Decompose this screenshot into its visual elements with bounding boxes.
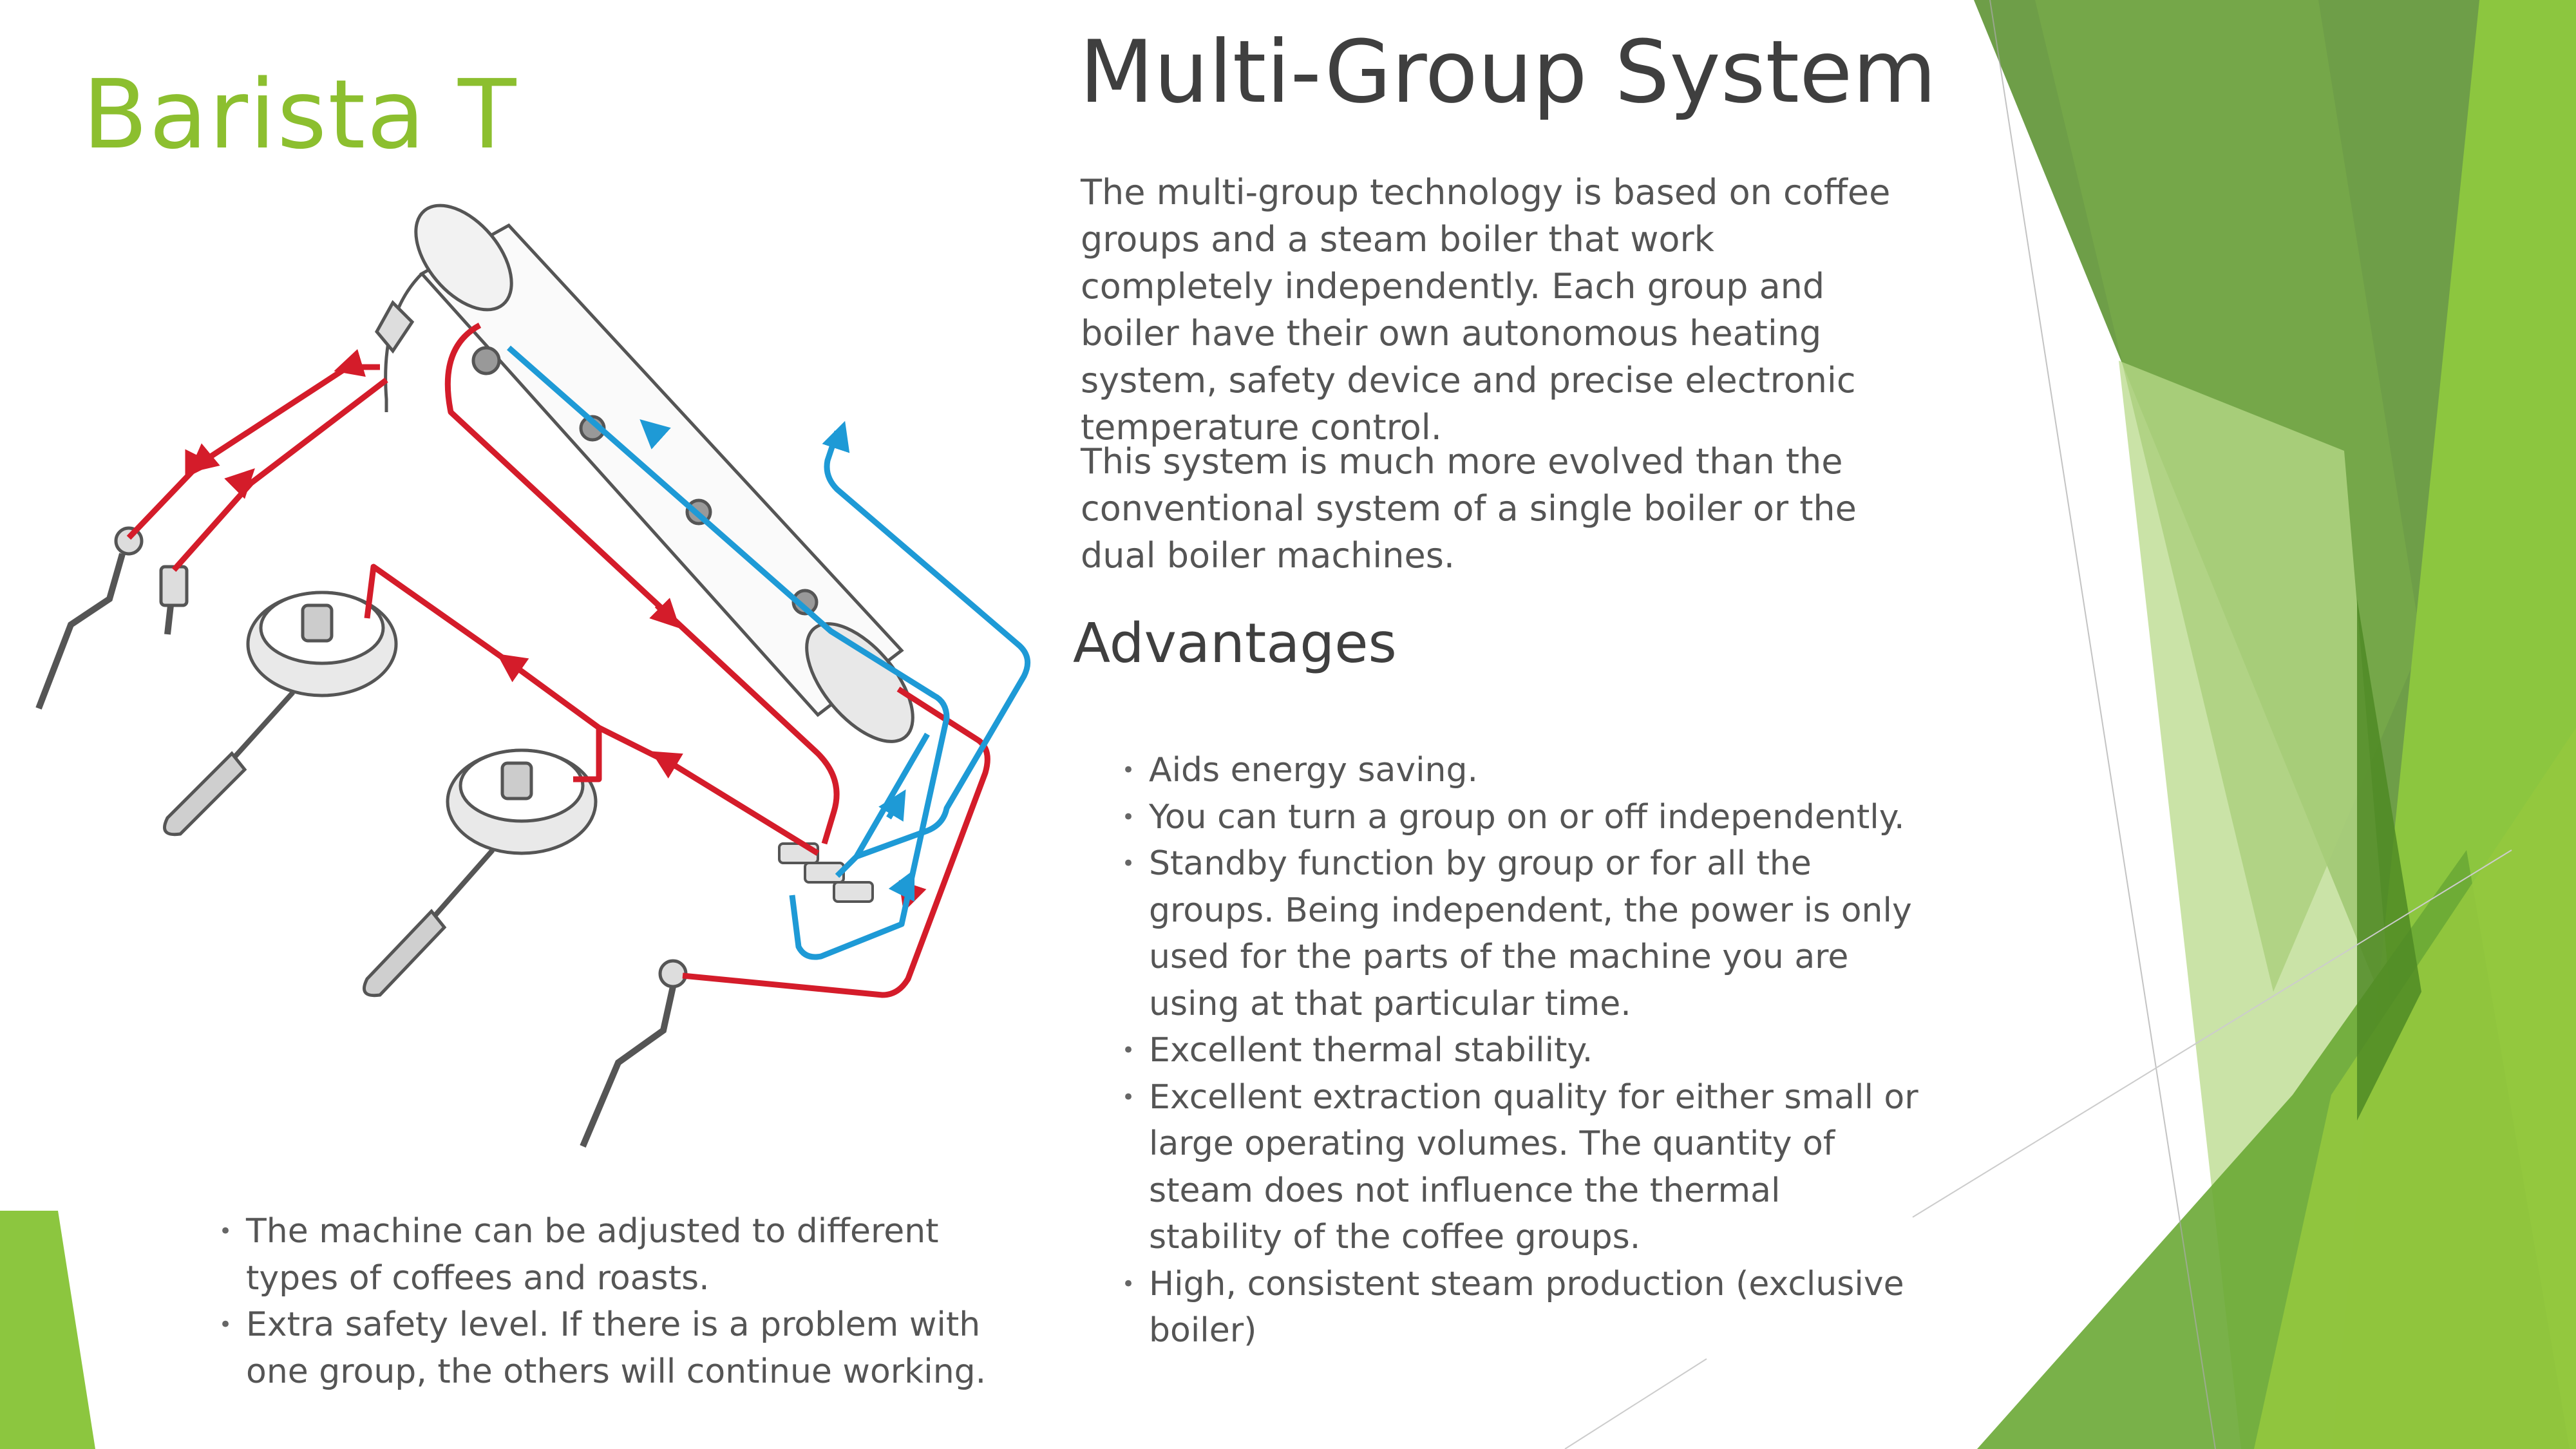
hot-water-lines — [126, 323, 990, 998]
slide-title: Barista T — [82, 59, 518, 170]
list-item: High, consistent steam production (exclu… — [1122, 1261, 1920, 1354]
features-list: The machine can be adjusted to different… — [219, 1208, 1011, 1395]
list-item: Extra safety level. If there is a proble… — [219, 1302, 1011, 1395]
list-item: You can turn a group on or off independe… — [1122, 794, 1920, 841]
portafilter-icon — [363, 848, 495, 998]
intro-paragraph: The multi-group technology is based on c… — [1081, 172, 1891, 448]
list-item: Standby function by group or for all the… — [1122, 840, 1920, 1027]
coffee-group-icon — [246, 591, 398, 697]
list-item: Excellent thermal stability. — [1122, 1027, 1920, 1074]
list-item: The machine can be adjusted to different… — [219, 1208, 1011, 1302]
coffee-group-icon — [446, 748, 598, 855]
hot-water-wand-icon — [580, 959, 688, 1148]
section-heading: Multi-Group System — [1079, 22, 1937, 122]
advantages-list: Aids energy saving. You can turn a group… — [1122, 747, 1920, 1354]
portafilter-icon — [163, 690, 295, 837]
cold-water-lines — [507, 345, 1031, 960]
list-item: Excellent extraction quality for either … — [1122, 1074, 1920, 1261]
advantages-heading: Advantages — [1073, 612, 1397, 676]
steam-boiler-icon — [374, 204, 914, 743]
steam-wand-icon — [35, 526, 189, 710]
list-item: Aids energy saving. — [1122, 747, 1920, 794]
comparison-paragraph: This system is much more evolved than th… — [1081, 441, 1857, 576]
